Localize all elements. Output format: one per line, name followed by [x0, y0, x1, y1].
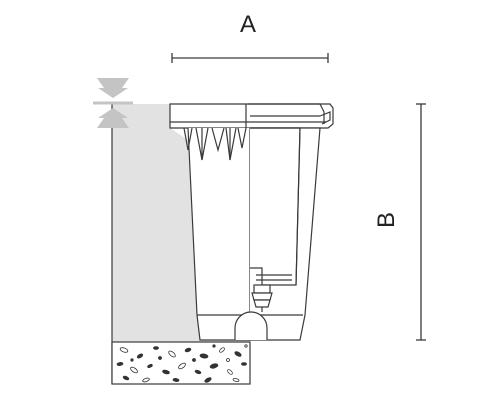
gravel-stone	[199, 353, 209, 359]
gravel-stone	[116, 362, 124, 366]
gravel-stone	[136, 353, 144, 359]
gravel-stone	[234, 351, 242, 357]
gravel-stone	[204, 377, 212, 383]
gravel-stone	[226, 358, 230, 362]
gravel-stone	[147, 364, 153, 368]
gravel-stone	[172, 378, 180, 382]
luminaire-housing	[169, 103, 334, 341]
gravel-stone	[219, 347, 225, 353]
gravel-stone	[153, 346, 159, 350]
gravel-stone	[209, 363, 219, 369]
gravel-stone	[142, 377, 150, 383]
gravel-stone	[162, 369, 170, 375]
dimension-a-label: A	[240, 11, 256, 38]
gravel-stone	[122, 375, 130, 381]
gravel-stone	[232, 378, 240, 382]
gravel-layer	[111, 341, 251, 385]
ground-level-marker-icon	[93, 78, 133, 128]
ground-section	[111, 104, 250, 384]
dimension-a: A	[171, 11, 329, 63]
dimension-b-label: B	[373, 212, 400, 228]
soil-fill	[112, 104, 250, 345]
gravel-stone	[158, 356, 162, 360]
gravel-stone	[119, 347, 129, 353]
gravel-stone	[227, 369, 233, 375]
gravel-stone	[244, 344, 248, 348]
gravel-stone	[241, 362, 247, 366]
gravel-stone	[130, 358, 134, 362]
gravel-stone	[194, 369, 202, 375]
gravel-stone	[178, 362, 186, 370]
gravel-stone	[192, 358, 196, 362]
dimension-b: B	[373, 103, 426, 341]
gravel-stone	[130, 366, 138, 374]
gravel-stones	[116, 344, 248, 383]
gravel-stone	[168, 350, 176, 358]
gravel-stone	[184, 347, 192, 353]
gravel-stone	[212, 344, 216, 348]
